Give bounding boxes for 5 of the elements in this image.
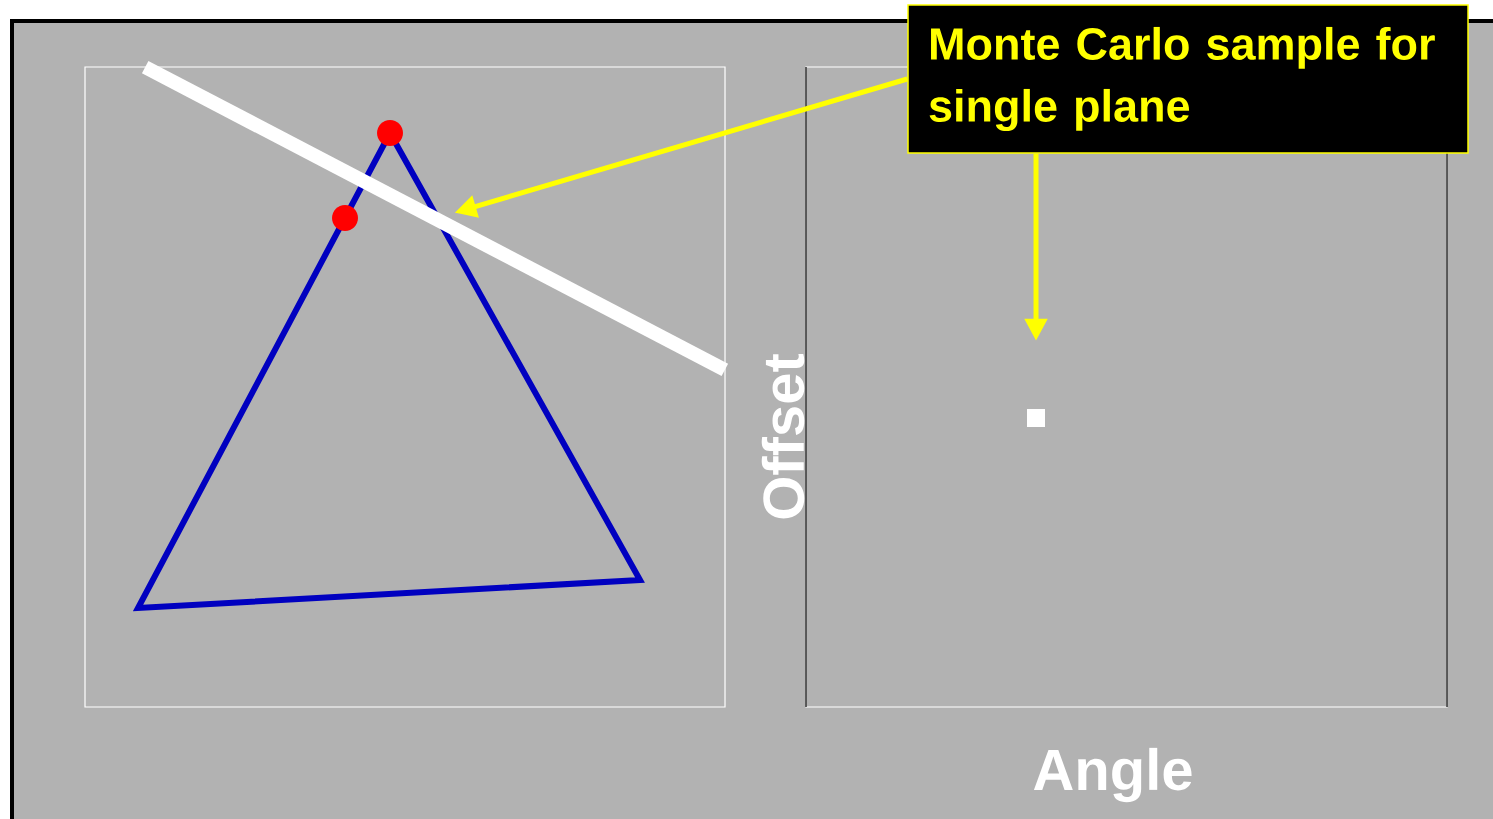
callout-box: Monte Carlo sample for single plane [907,4,1469,154]
plane-line [141,60,729,377]
axis-label: Angle [1033,747,1192,803]
sample-point [1027,409,1045,427]
axis-label: Offset [761,353,805,519]
